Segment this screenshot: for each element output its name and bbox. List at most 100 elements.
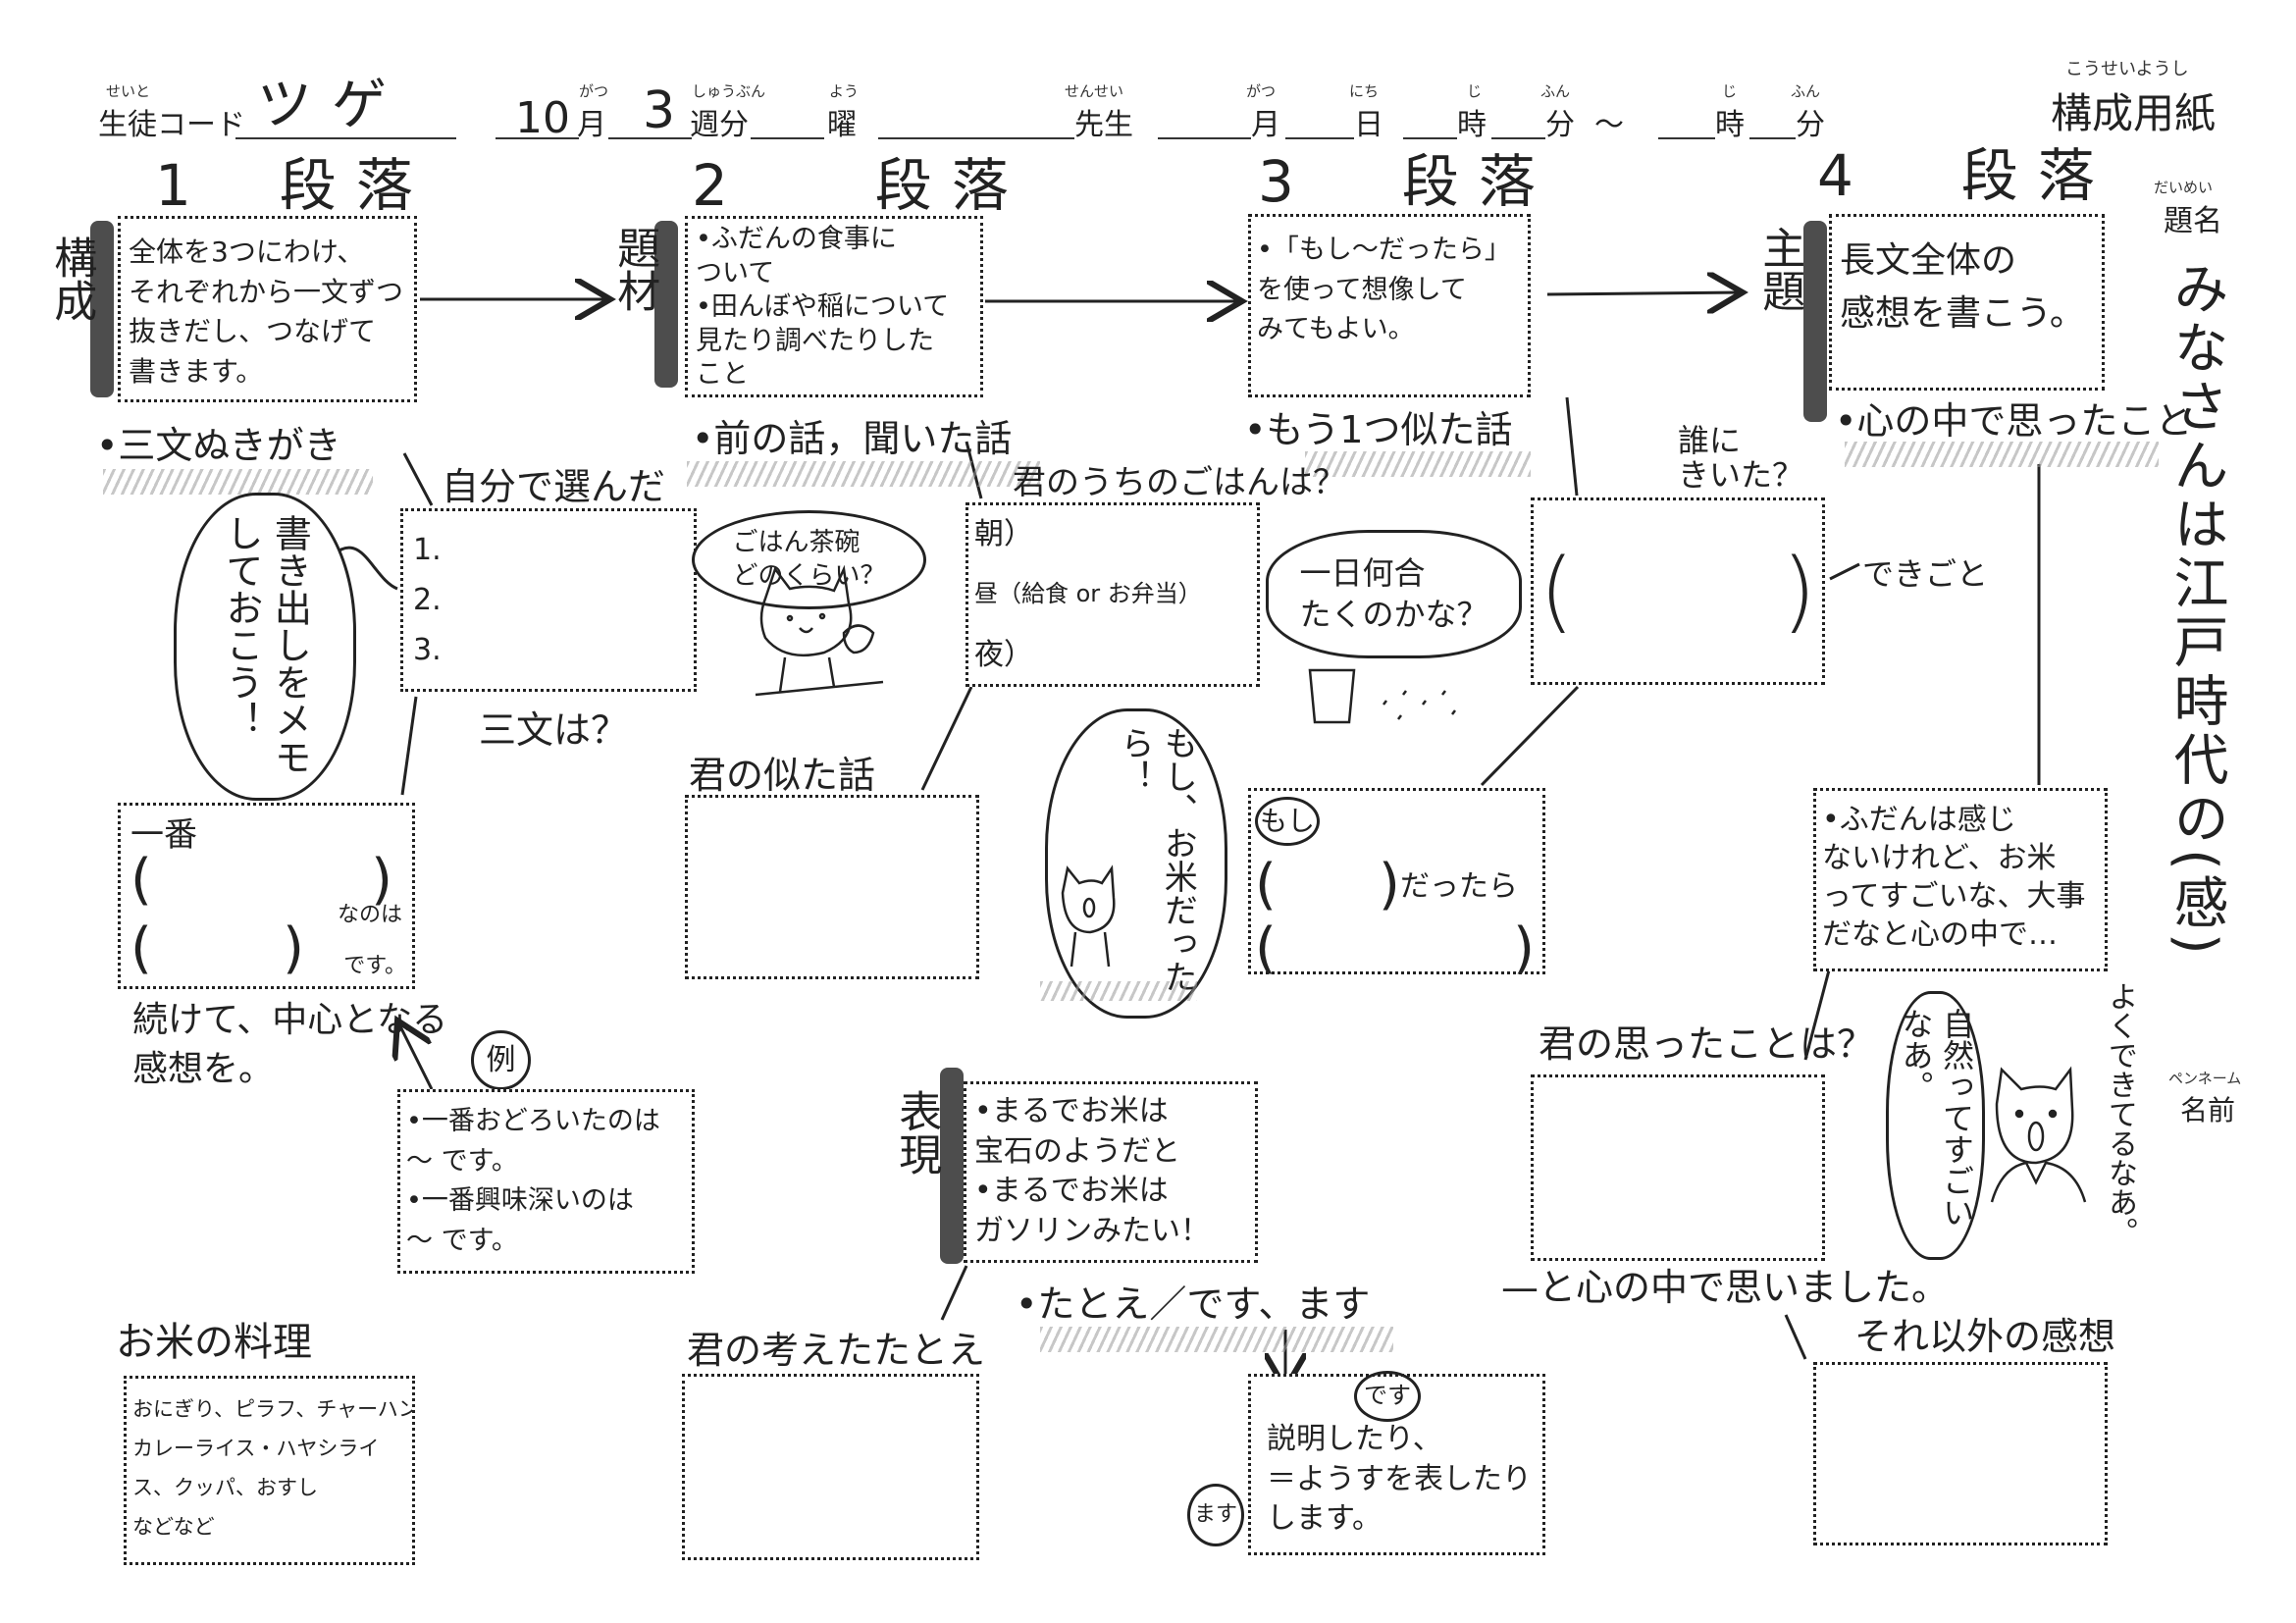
rice-dishes-label: お米の料理: [116, 1320, 312, 1365]
shading: [1040, 1327, 1393, 1352]
if-rice-speech-bubble: もし、お米だったら！: [1045, 708, 1227, 1019]
simile-heading: •たとえ／です、ます: [1016, 1283, 1371, 1326]
dattara-label: だったら: [1400, 869, 1518, 904]
bubble-text: 書き出しをメモしておこう！: [220, 514, 312, 775]
bubble-text: ごはん茶碗 どのくらい？: [732, 527, 886, 591]
paragraph-2-heading: 2 段落: [692, 149, 1028, 223]
rice-bowl-speech-bubble: ごはん茶碗 どのくらい？: [692, 510, 926, 609]
inner-feeling-example-box: •ふだんは感じ ないけれど、お米 ってすごいな、大事 だなと心の中で…: [1813, 788, 2108, 971]
desu-label: です。: [343, 954, 406, 978]
week-value[interactable]: 3: [643, 81, 676, 140]
ruby: ふん: [1791, 82, 1821, 100]
paragraph-label: 段落: [874, 152, 1028, 219]
similar-story-box[interactable]: [685, 795, 979, 979]
tag-theme: 主題: [1754, 226, 1805, 312]
paragraph-number: 1: [155, 152, 191, 219]
ruby: じ: [1722, 82, 1738, 100]
ruby: がつ: [1246, 82, 1277, 100]
section-three-sentences: •三文ぬきがき: [96, 424, 341, 467]
desu-masu-text: 説明したり、 ＝ようすを表したり します。: [1267, 1422, 1532, 1536]
ruby: ふん: [1540, 82, 1571, 100]
bubble-text: もし、お米だったら！: [1115, 726, 1198, 993]
highlight-bar: [90, 221, 114, 397]
start-minute-label: 分: [1545, 109, 1575, 141]
most-impressive-box[interactable]: 一番 () () なのは です。: [118, 803, 415, 989]
self-chosen-label: 自分で選んだ: [442, 465, 666, 508]
three-sentences-box[interactable]: 1. 2. 3.: [400, 508, 697, 692]
other-impressions-box[interactable]: [1813, 1362, 2108, 1545]
nature-speech-bubble: 自然ってすごいなあ。: [1886, 991, 1985, 1260]
if-then-box[interactable]: もし () だったら (): [1248, 788, 1545, 980]
paragraph-1-heading: 1 段落: [155, 149, 433, 223]
bubble-text: 自然ってすごいなあ。: [1897, 1008, 1976, 1228]
tag-structure: 構成: [46, 236, 97, 322]
name-label: 名前: [2180, 1095, 2236, 1126]
paragraph-3-box: •「もし〜だったら」 を使って想像して みてもよい。: [1248, 214, 1531, 397]
paragraph-number: 2: [692, 152, 728, 219]
meal-breakfast: 朝）: [974, 517, 1033, 551]
ruby: せんせい: [1065, 82, 1124, 100]
item-number: 2.: [413, 583, 442, 617]
your-simile-label: 君の考えたたとえ: [687, 1329, 986, 1372]
section-another-story: •もう1つ似た話: [1244, 408, 1513, 451]
title-value[interactable]: みなさんは江戸時代の(感): [2165, 260, 2228, 959]
example-box: •一番おどろいたのは 〜 です。 •一番興味深いのは 〜 です。: [397, 1089, 695, 1274]
tilde: ～: [1594, 109, 1624, 141]
student-code-value[interactable]: ツゲ: [257, 74, 406, 137]
paragraph-1-box: 全体を3つにわけ、 それぞれから一文ずつ 抜きだし、つなげて 書きます。: [118, 216, 417, 402]
meal-dinner: 夜）: [974, 638, 1033, 672]
bracket: ): [1781, 540, 1816, 643]
rice-dishes-box: おにぎり、ピラフ、チャーハン カレーライス・ハヤシライ ス、クッパ、おすし など…: [124, 1376, 415, 1565]
ruby: だいめい: [2154, 179, 2214, 196]
event-label: できごと: [1862, 555, 1989, 593]
your-thought-box[interactable]: [1531, 1074, 1825, 1261]
paragraph-label: 段落: [1401, 148, 1555, 215]
section-previous-story: •前の話，聞いた話: [692, 417, 1013, 460]
example-mark: 例: [471, 1030, 531, 1090]
your-rice-question: 君のうちのごはんは？: [1013, 463, 1346, 502]
highlight-bar: [654, 221, 678, 388]
meals-box[interactable]: 朝） 昼（給食 or お弁当） 夜）: [965, 502, 1260, 687]
ruby: よう: [829, 82, 860, 100]
bubble-text: 一日何合 たくのかな？: [1299, 553, 1488, 633]
month-value[interactable]: 10: [515, 93, 570, 143]
end-hour-label: 時: [1715, 109, 1745, 141]
arrow-3-to-4: [1546, 292, 1743, 294]
end-minute-label: 分: [1796, 109, 1825, 141]
paragraph-4-box: 長文全体の 感想を書こう。: [1829, 214, 2105, 391]
paragraph-4-heading: 4 段落: [1817, 139, 2114, 213]
paragraph-label: 段落: [279, 152, 433, 219]
title-label: 題名: [2164, 205, 2222, 237]
paragraph-number: 3: [1258, 148, 1294, 215]
ruby: ペンネーム: [2168, 1070, 2242, 1087]
highlight-bar: [1803, 221, 1827, 422]
three-sentences-question: 三文は？: [479, 708, 629, 752]
desu-masu-box: です 説明したり、 ＝ようすを表したり します。: [1248, 1371, 1545, 1555]
paragraph-number: 4: [1817, 142, 1853, 209]
month-label: 月: [577, 109, 606, 141]
desu-mark: です: [1354, 1371, 1421, 1422]
moshi-mark: もし: [1255, 797, 1320, 846]
ruby: しゅうぶん: [692, 82, 766, 100]
shading: [687, 461, 1040, 487]
teacher-label: 先生: [1074, 109, 1133, 141]
paragraph-label: 段落: [1960, 142, 2114, 209]
thought-in-heart: —と心の中で思いました。: [1501, 1266, 1950, 1309]
ruby: にち: [1349, 82, 1380, 100]
sheet-title: 構成用紙: [2051, 90, 2217, 136]
who-asked-box[interactable]: (): [1531, 497, 1825, 685]
week-label: 週分: [690, 109, 749, 141]
tag-subject: 題材: [609, 226, 660, 312]
naonoha-label: なのは: [337, 903, 402, 927]
measuring-cup-drawing: [1308, 668, 1456, 724]
shading: [103, 469, 373, 495]
section-inner-thoughts: •心の中で思ったこと: [1835, 399, 2193, 443]
your-thought-question: 君の思ったことは？: [1539, 1022, 1875, 1066]
start-hour-label: 時: [1457, 109, 1487, 141]
well-made-remark: よくできてるなあ。: [2103, 981, 2137, 1246]
meal-lunch: 昼（給食 or お弁当）: [974, 580, 1202, 608]
your-simile-box[interactable]: [682, 1374, 979, 1560]
ruby: こうせいようし: [2065, 59, 2189, 79]
paragraph-2-box: •ふだんの食事に ついて •田んぼや稲について 見たり調べたりした こと: [685, 216, 983, 397]
